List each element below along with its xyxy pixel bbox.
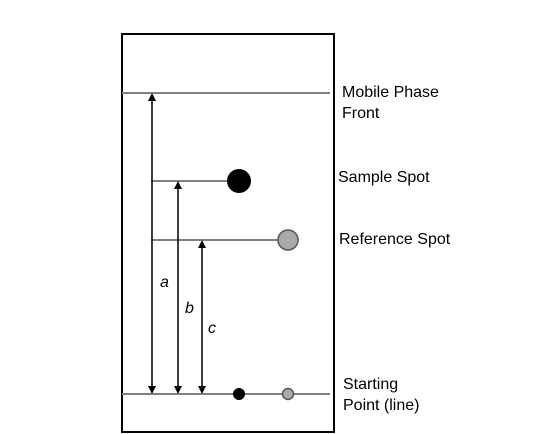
reference-spot-label: Reference Spot [339,231,451,248]
tlc-plate-outline [121,33,335,433]
starting-point-label: Starting Point (line) [343,376,420,414]
reference-origin-dot [281,387,295,401]
distance-b-label: b [185,300,194,317]
sample-origin-dot [233,388,245,400]
mobile-phase-front-label: Mobile Phase Front [342,84,439,122]
sample-spot-label: Sample Spot [338,169,430,186]
reference-spot-marker [277,229,299,251]
distance-a-label: a [160,274,169,291]
distance-c-label: c [208,320,216,337]
sample-spot-marker [227,169,251,193]
